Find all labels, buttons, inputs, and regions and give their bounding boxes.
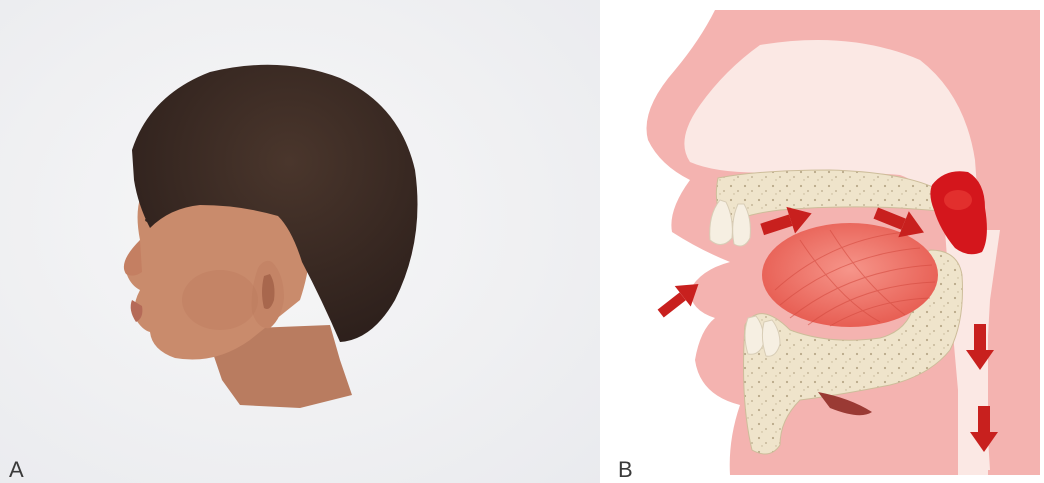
panel-a-photo: [0, 0, 600, 483]
tongue: [762, 223, 938, 327]
tongue-body: [762, 223, 938, 327]
panel-label-b: B: [618, 459, 633, 481]
adenoid-highlight: [944, 190, 972, 210]
panel-label-a: A: [9, 459, 24, 481]
panel-b-diagram: [600, 0, 1044, 483]
cheek-shadow: [182, 270, 258, 330]
